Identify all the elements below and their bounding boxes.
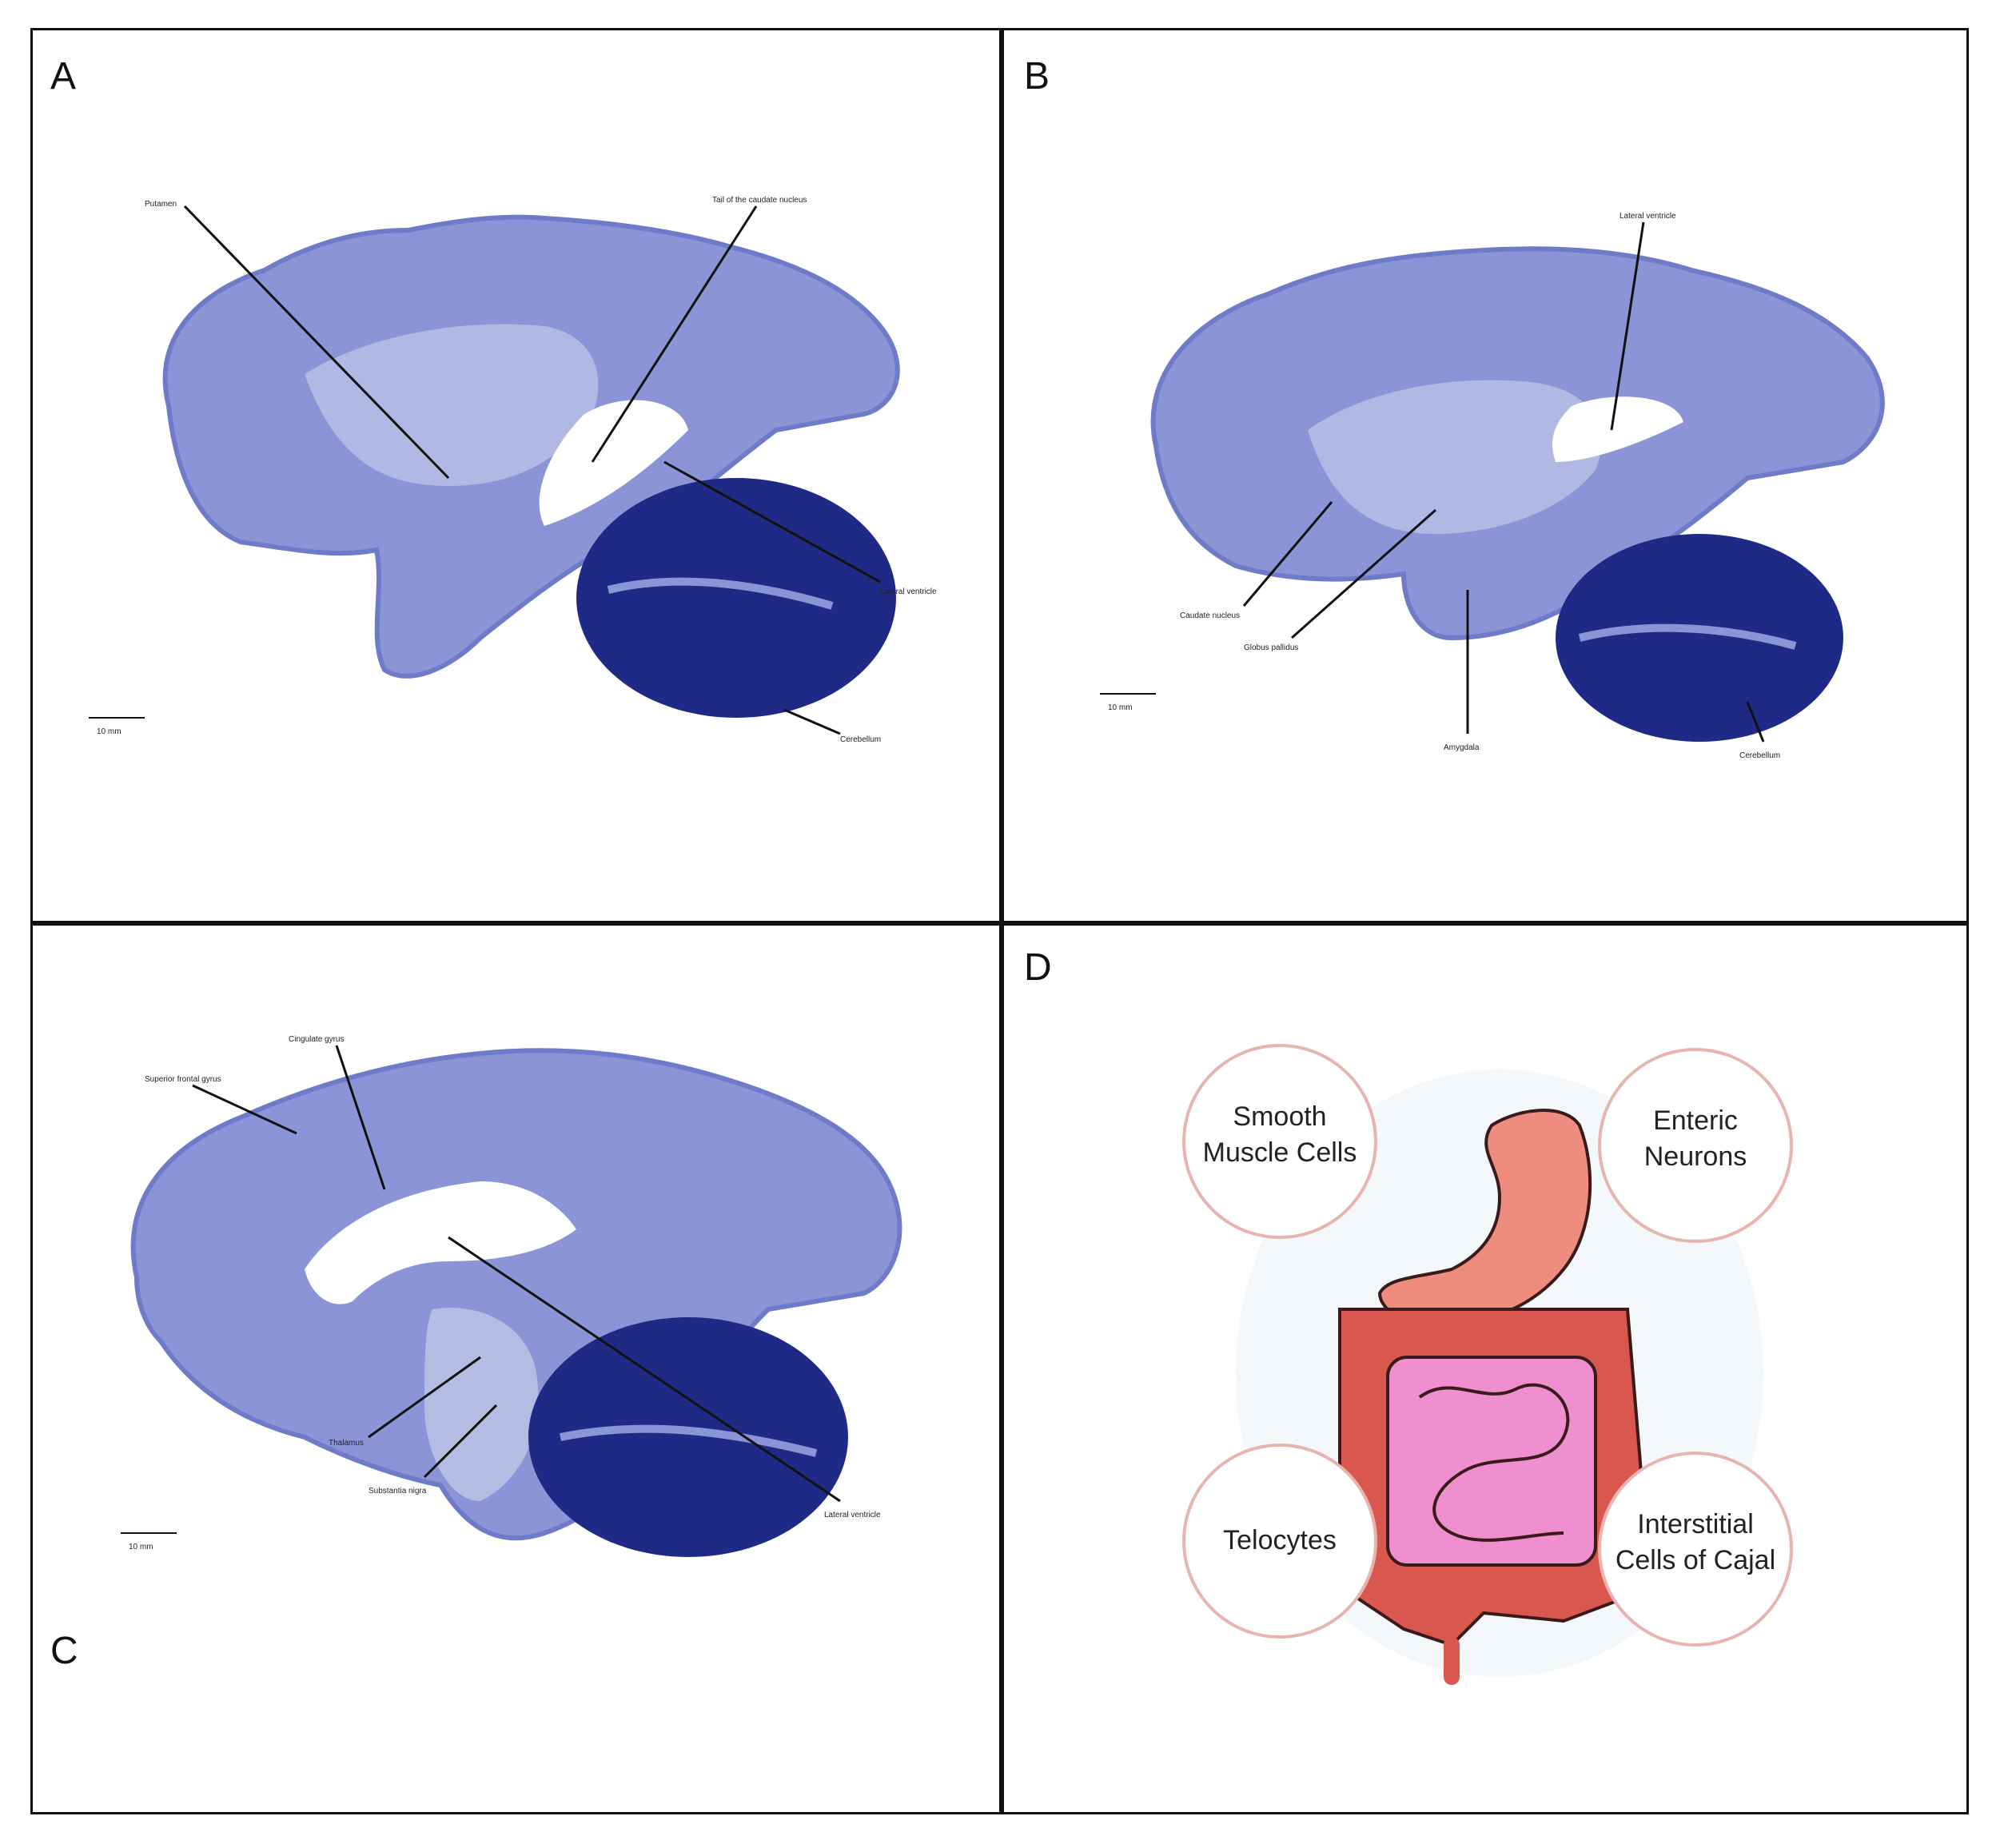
cerebellum-folia-b [1578, 623, 1797, 650]
panel-d: D Smooth Muscle Cells Enteric Neurons Te… [1002, 923, 1969, 1814]
panel-c: C Cingulate gyrus Superior frontal gyrus… [30, 923, 1002, 1814]
label-thalamus-c: Thalamus [329, 1439, 364, 1448]
leader-superior-frontal-c [192, 1084, 297, 1135]
cerebellum-b [1556, 534, 1843, 742]
white-matter-a [305, 324, 599, 486]
label-cerebellum-b: Cerebellum [1739, 751, 1780, 760]
circle-enteric-neurons [1598, 1048, 1793, 1243]
gut-diagram-d: Smooth Muscle Cells Enteric Neurons Telo… [1182, 1044, 1793, 1685]
label-cerebellum-a: Cerebellum [840, 735, 881, 744]
label-superior-frontal-c: Superior frontal gyrus [145, 1075, 221, 1084]
cerebellum-folia-a [607, 577, 834, 610]
panel-b: B Lateral ventricle Caudate nucleus Glob… [1002, 28, 1969, 923]
label-tail-caudate-a: Tail of the caudate nucleus [712, 196, 807, 205]
leader-putamen-a [183, 205, 450, 480]
label-amygdala-b: Amygdala [1444, 743, 1480, 752]
leader-thalamus-c [368, 1356, 481, 1439]
label-caudate-b: Caudate nucleus [1180, 611, 1240, 620]
ventricle-b [1552, 396, 1683, 462]
leader-lateral-ventricle-c [448, 1236, 841, 1503]
circle-text-smooth-1: Smooth [1233, 1101, 1326, 1132]
leader-globus-b [1291, 508, 1436, 639]
circle-smooth-muscle [1182, 1044, 1377, 1239]
circle-text-smooth-2: Muscle Cells [1203, 1137, 1357, 1168]
circle-text-telocytes: Telocytes [1223, 1525, 1337, 1555]
leader-cerebellum-a [783, 708, 841, 735]
circle-text-enteric-1: Enteric [1653, 1105, 1738, 1136]
cerebellum-c [528, 1317, 848, 1557]
scale-label-b: 10 mm [1108, 703, 1133, 712]
leader-caudate-b [1242, 501, 1333, 607]
label-cingulate-c: Cingulate gyrus [289, 1035, 344, 1044]
leader-substantia-c [423, 1404, 498, 1479]
leader-lateral-ventricle-a [663, 460, 881, 583]
panel-a: A Putamen Tail of the caudate nucleus La… [30, 28, 1002, 923]
panel-letter-c: C [50, 1630, 78, 1672]
panel-letter-d: D [1024, 946, 1052, 989]
brain-section-b: Lateral ventricle Caudate nucleus Globus… [1100, 212, 1885, 760]
brain-section-a: Putamen Tail of the caudate nucleus Late… [89, 196, 937, 744]
label-globus-b: Globus pallidus [1244, 643, 1298, 652]
circle-telocytes [1182, 1444, 1377, 1639]
ventricle-a [539, 400, 688, 526]
label-lateral-ventricle-c: Lateral ventricle [824, 1511, 881, 1519]
cerebellum-a [576, 478, 896, 718]
leader-cerebellum-b [1746, 701, 1765, 743]
circle-text-enteric-2: Neurons [1644, 1141, 1747, 1172]
brain-section-c: Cingulate gyrus Superior frontal gyrus T… [121, 1035, 902, 1557]
panel-letter-a: A [50, 55, 77, 98]
circle-text-icc-2: Cells of Cajal [1616, 1545, 1775, 1575]
scale-label-a: 10 mm [97, 727, 122, 736]
small-intestine-loops [1418, 1383, 1570, 1542]
label-putamen-a: Putamen [145, 200, 177, 209]
leader-cingulate-c [335, 1045, 386, 1190]
panel-letter-b: B [1024, 55, 1050, 98]
white-matter-b [1308, 380, 1602, 534]
ventricle-c [305, 1181, 576, 1304]
leader-tail-caudate-a [591, 205, 758, 463]
leader-lateral-ventricle-b [1610, 221, 1645, 431]
circle-icc [1598, 1452, 1793, 1647]
label-substantia-c: Substantia nigra [369, 1487, 427, 1496]
cerebellum-folia-c [560, 1424, 818, 1457]
label-lateral-ventricle-b: Lateral ventricle [1620, 212, 1676, 221]
cerebrum-c [130, 1048, 902, 1541]
label-lateral-ventricle-a: Lateral ventricle [880, 587, 937, 596]
brainstem-c [424, 1308, 539, 1501]
circle-text-icc-1: Interstitial [1637, 1509, 1754, 1539]
scale-label-c: 10 mm [129, 1543, 153, 1551]
